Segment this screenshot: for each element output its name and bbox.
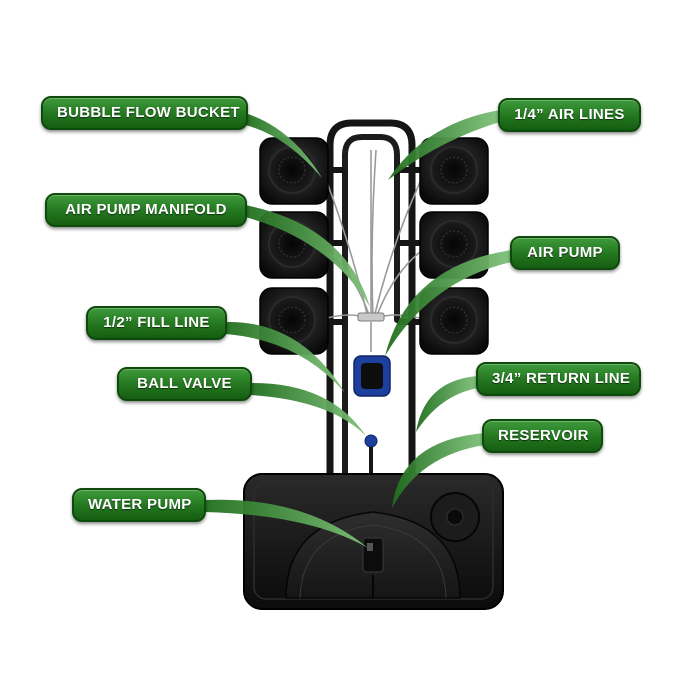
air-pump	[353, 355, 391, 397]
water-pump	[362, 537, 384, 573]
leader-lines	[205, 110, 512, 548]
fill-line-loop	[342, 134, 400, 481]
label-air-lines: 1/4” AIR LINES	[498, 98, 641, 132]
bucket-bottom-right	[419, 287, 489, 355]
leader-bubble-flow-bucket	[245, 113, 322, 178]
label-air-pump-manifold: AIR PUMP MANIFOLD	[45, 193, 247, 227]
ball-valve	[364, 434, 378, 478]
label-fill-line: 1/2” FILL LINE	[86, 306, 227, 340]
bubble-flow-buckets	[259, 137, 489, 355]
leader-water-pump	[205, 499, 368, 548]
reservoir-tank	[243, 473, 504, 610]
leader-air-lines	[388, 110, 500, 180]
leader-reservoir	[392, 433, 485, 508]
bucket-top-left	[259, 137, 329, 205]
leader-fill-line	[225, 321, 345, 393]
air-pump-manifold	[357, 312, 385, 322]
label-ball-valve: BALL VALVE	[117, 367, 252, 401]
label-air-pump: AIR PUMP	[510, 236, 620, 270]
label-bubble-flow-bucket: BUBBLE FLOW BUCKET	[41, 96, 248, 130]
leader-air-pump	[385, 250, 512, 356]
label-water-pump: WATER PUMP	[72, 488, 206, 522]
leader-air-pump-manifold	[245, 205, 370, 307]
leader-return-line	[416, 376, 478, 432]
bucket-top-right	[419, 137, 489, 205]
return-line-loop	[326, 119, 416, 482]
label-reservoir: RESERVOIR	[482, 419, 603, 453]
label-return-line: 3/4” RETURN LINE	[476, 362, 641, 396]
leader-ball-valve	[250, 382, 366, 436]
